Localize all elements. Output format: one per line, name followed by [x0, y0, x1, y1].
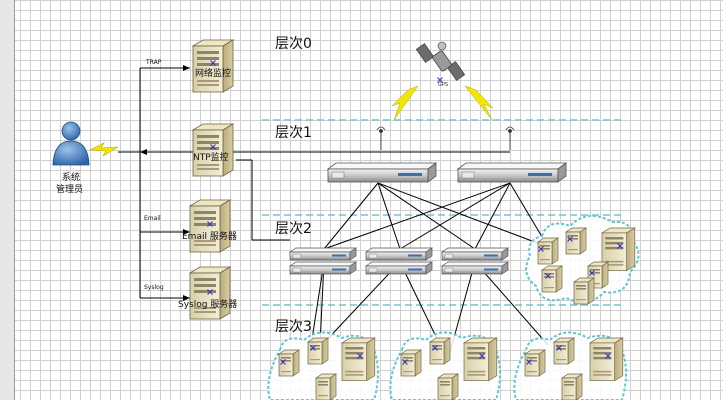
ntp-monitor-label: NTP监控: [193, 151, 229, 163]
server-cloud-layer3-a: [267, 331, 379, 400]
network-monitor-server[interactable]: [192, 39, 234, 93]
arrowhead-syslog: [183, 295, 190, 301]
switch-3[interactable]: [365, 247, 433, 261]
switch-1[interactable]: [289, 247, 357, 261]
trap-label: TRAP: [145, 59, 162, 66]
syslog-link-label: Syslog: [144, 284, 164, 291]
switch-2[interactable]: [289, 261, 357, 275]
antenna-icon-1: [376, 126, 386, 150]
email-server-label: Email 服务器: [182, 230, 237, 242]
antenna-icon-2: [505, 126, 515, 150]
admin-label-2: 管理员: [56, 183, 83, 195]
gps-label: GPS: [438, 82, 448, 88]
ntp-monitor-server[interactable]: [192, 123, 234, 177]
switch-4[interactable]: [365, 261, 433, 275]
email-server[interactable]: [189, 199, 231, 253]
switch-6[interactable]: [441, 261, 509, 275]
layer-2-label: 层次2: [275, 221, 312, 237]
gps-lightning-right: [464, 85, 494, 121]
administrator-icon: [52, 121, 90, 166]
connector-lines: [118, 67, 549, 353]
server-cloud-layer3-b: [389, 331, 501, 400]
email-link-label: Email: [144, 215, 161, 222]
satellite-icon: [415, 41, 466, 81]
lightning-bolt-icon: [88, 142, 119, 157]
arrowhead-ntp: [140, 149, 147, 155]
arrowhead-email: [183, 229, 190, 235]
server-cloud-layer3-c: [513, 331, 627, 400]
network-monitor-label: 网络监控: [195, 67, 231, 79]
gps-lightning-left: [391, 85, 419, 121]
syslog-server-label: Syslog 服务器: [178, 298, 237, 310]
time-server-2[interactable]: [457, 162, 567, 183]
left-ruler: [0, 0, 15, 400]
layer-1-label: 层次1: [275, 125, 312, 141]
layer-0-label: 层次0: [275, 36, 312, 52]
server-cloud-layer2: [525, 215, 640, 305]
syslog-server[interactable]: [189, 266, 231, 320]
layer-3-label: 层次3: [275, 319, 312, 335]
switch-5[interactable]: [441, 247, 509, 261]
time-server-1[interactable]: [327, 162, 437, 183]
admin-label-1: 系统: [62, 171, 80, 183]
arrowhead-monitor: [183, 65, 190, 71]
